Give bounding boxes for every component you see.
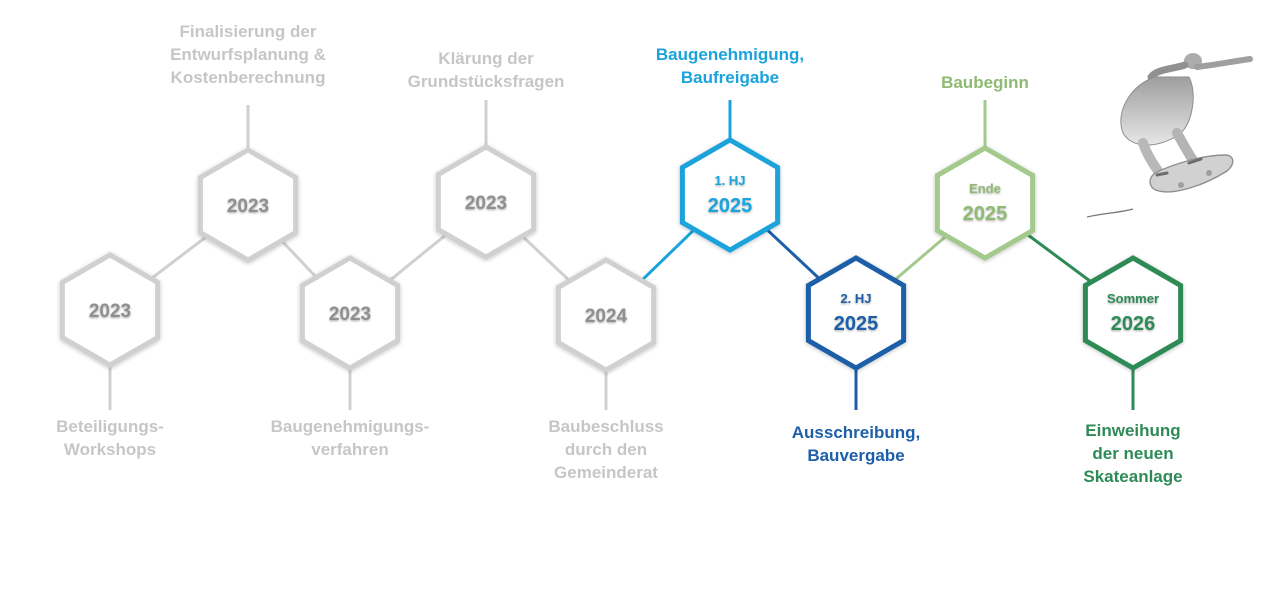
caption-line: Baugenehmigung, [656,45,804,64]
milestone-hexagon [805,255,907,371]
milestone-entwurf: 2023 [197,147,299,263]
milestone-hexagon [59,252,161,368]
milestone-year: 2025 [834,313,879,335]
milestone-caption: Baubeginn [941,73,1029,92]
caption-line: verfahren [311,440,388,459]
milestone-ausschreibung: 2. HJ 2025 [805,255,907,371]
caption-line: Beteiligungs- [56,417,164,436]
connector-line [520,234,572,283]
milestone-year: 2024 [585,306,628,327]
milestone-caption: Baugenehmigung, Baufreigabe [656,45,804,87]
milestone-period: Sommer [1107,291,1159,306]
caption-line: Gemeinderat [554,463,658,482]
caption-stems [108,100,1135,410]
milestone-caption: Baugenehmigungs-verfahren [271,417,430,459]
caption-line: durch den [565,440,647,459]
connector-line [280,239,318,279]
connector-line [387,232,449,283]
caption-line: Bauvergabe [807,446,904,465]
milestone-hexagon [679,137,781,253]
caption-line: Baubeschluss [548,417,663,436]
skateboarder-illustration [1086,53,1253,218]
caption-line: Ausschreibung, [792,423,920,442]
milestone-caption: Ausschreibung, Bauvergabe [792,423,920,465]
caption-line: Baubeginn [941,73,1029,92]
caption-line: Baufreigabe [681,68,779,87]
milestone-baugenehmigungsverfahren: 2023 [299,255,401,371]
caption-line: Einweihung [1085,421,1180,440]
milestone-period: 2. HJ [840,291,871,306]
caption-line: Skateanlage [1083,467,1182,486]
timeline-connectors [148,227,1095,285]
caption-line: Grundstücksfragen [408,72,565,91]
milestone-caption: Beteiligungs- Workshops [56,417,164,459]
connector-line [640,228,696,282]
connector-line [1023,231,1095,285]
caption-line: Entwurfsplanung & [170,45,326,64]
connector-line [892,233,949,283]
milestone-baubeginn: Ende 2025 [934,145,1036,261]
milestone-baugenehmigung: 1. HJ 2025 [679,137,781,253]
milestone-hexagon [197,147,299,263]
caption-line: Kostenberechnung [171,68,326,87]
milestone-einweihung: Sommer 2026 [1082,255,1184,371]
milestone-hexagon [1082,255,1184,371]
milestone-year: 2023 [465,193,507,214]
caption-line: der neuen [1092,444,1173,463]
milestone-year: 2023 [227,196,269,217]
caption-line: Klärung der [438,49,534,68]
milestone-hexagon [555,257,657,373]
milestone-hexagon [934,145,1036,261]
milestone-hexagon [435,144,537,260]
caption-line: Baugenehmigungs- [271,417,430,436]
milestone-year: 2023 [329,304,371,325]
milestone-period: 1. HJ [714,173,745,188]
connector-line [148,233,210,282]
milestone-year: 2023 [89,301,131,322]
milestone-year: 2025 [708,195,753,217]
connector-line [765,227,821,281]
milestone-year: 2026 [1111,313,1156,335]
milestone-year: 2025 [963,203,1008,225]
milestone-baubeschluss: 2024 [555,257,657,373]
milestone-hexagon [299,255,401,371]
milestone-grundstueck: 2023 [435,144,537,260]
caption-line: Finalisierung der [180,22,317,41]
caption-line: Workshops [64,440,156,459]
milestone-workshops: 2023 [59,252,161,368]
milestone-period: Ende [969,181,1001,196]
